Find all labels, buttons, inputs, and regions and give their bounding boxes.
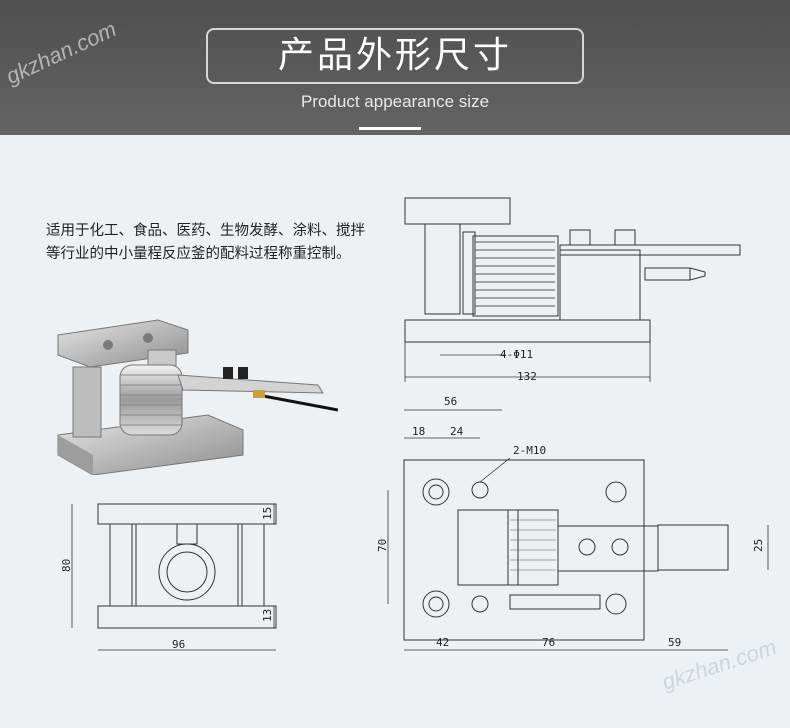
header-banner: [0, 0, 790, 135]
dim-d2: 24: [450, 425, 464, 438]
front-view-drawing: 96 80 15 13: [60, 503, 277, 651]
dim-thread: 2-M10: [513, 444, 546, 457]
dimension-lines: [404, 342, 651, 382]
dim-d1: 18: [412, 425, 425, 438]
title-underline: [359, 127, 421, 130]
dim-length: 132: [517, 370, 537, 383]
product-description: 适用于化工、食品、医药、生物发酵、涂料、搅拌等行业的中小量程反应釜的配料过程称重…: [46, 223, 365, 262]
dim-overall: 56: [444, 395, 457, 408]
dim-height-70: 70: [376, 539, 389, 552]
bellows: [119, 364, 183, 436]
dim-top-plate: 15: [261, 507, 274, 520]
dim-w2: 76: [542, 636, 555, 649]
top-view-drawing: 56 18 24 2-M10 70 42 76 59 25: [376, 395, 769, 651]
dim-height: 80: [60, 559, 73, 572]
dim-bottom-plate: 13: [261, 609, 274, 622]
dim-arm: 25: [752, 539, 765, 552]
title-frame: [206, 28, 584, 84]
dim-w3: 59: [668, 636, 681, 649]
side-view-drawing: 4-Φ11 132: [404, 197, 741, 383]
dim-width: 96: [172, 638, 185, 651]
dim-w1: 42: [436, 636, 449, 649]
product-photo: [57, 319, 338, 475]
page-subtitle: Product appearance size: [300, 92, 490, 111]
dim-hole: 4-Φ11: [500, 348, 533, 361]
page-title: 产品外形尺寸: [277, 35, 512, 76]
